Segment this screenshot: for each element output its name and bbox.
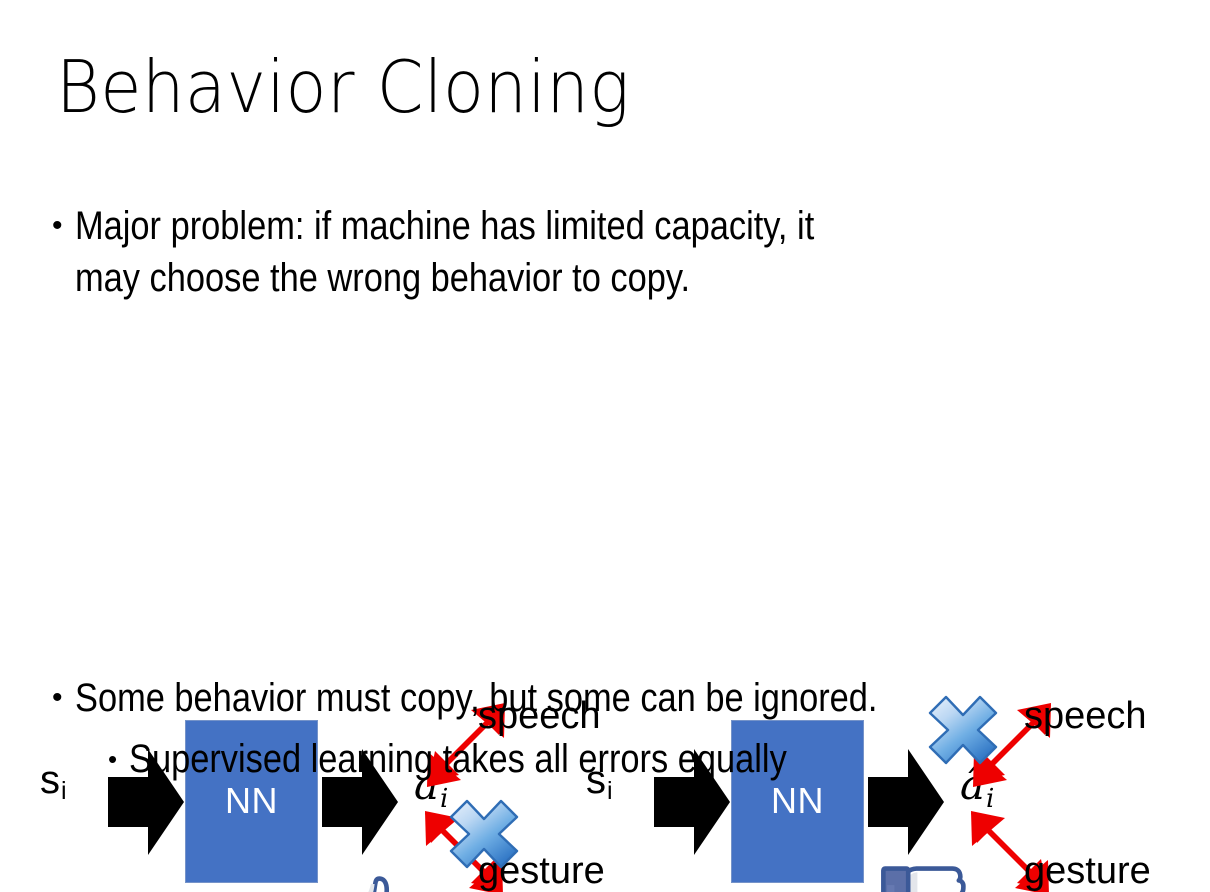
branch-label-speech: speech — [478, 695, 601, 737]
branch-label-speech: speech — [1024, 695, 1147, 737]
branch-label-gesture: gesture — [1024, 850, 1151, 892]
input-arrow-icon — [108, 747, 184, 857]
a-hat-subscript: i — [440, 784, 449, 814]
nn-label: NN — [771, 779, 824, 821]
diagram-right: si NN Actor âi — [558, 345, 1158, 892]
bullet-marker-icon: • — [52, 209, 63, 242]
a-hat-subscript: i — [986, 784, 995, 814]
bullet-bottom-primary-text: Some behavior must copy, but some can be… — [74, 676, 877, 720]
bullet-marker-icon: • — [108, 744, 118, 774]
thumbs-up-icon — [324, 873, 416, 892]
bullet-top: • Major problem: if machine has limited … — [52, 200, 1172, 304]
cross-out-speech-icon — [926, 693, 1000, 767]
state-symbol: s — [586, 758, 606, 802]
state-label-right: si — [586, 758, 613, 805]
state-label-left: si — [40, 758, 67, 805]
bullet-bottom-secondary-text: Supervised learning takes all errors equ… — [129, 737, 787, 781]
state-subscript: i — [61, 777, 67, 805]
cross-out-gesture-icon — [447, 797, 521, 871]
bullet-bottom-primary: • Some behavior must copy, but some can … — [52, 672, 1182, 724]
output-arrow-icon — [868, 747, 944, 857]
state-symbol: s — [40, 758, 60, 802]
bullet-bottom-secondary: • Supervised learning takes all errors e… — [108, 733, 1198, 785]
page-title: Behavior Cloning — [56, 45, 630, 129]
output-arrow-icon — [322, 747, 398, 857]
nn-label: NN — [225, 779, 278, 821]
diagram-left: si NN Actor âi — [12, 345, 612, 892]
nn-box-right: NN — [731, 720, 864, 883]
bullet-marker-icon: • — [52, 681, 63, 714]
input-arrow-icon — [654, 747, 730, 857]
branch-arrow-speech-icon — [417, 697, 513, 793]
bullet-top-text: Major problem: if machine has limited ca… — [74, 204, 814, 300]
nn-box-left: NN — [185, 720, 318, 883]
thumbs-down-icon — [876, 863, 968, 892]
branch-arrow-gesture-icon — [963, 805, 1059, 892]
state-subscript: i — [607, 777, 613, 805]
